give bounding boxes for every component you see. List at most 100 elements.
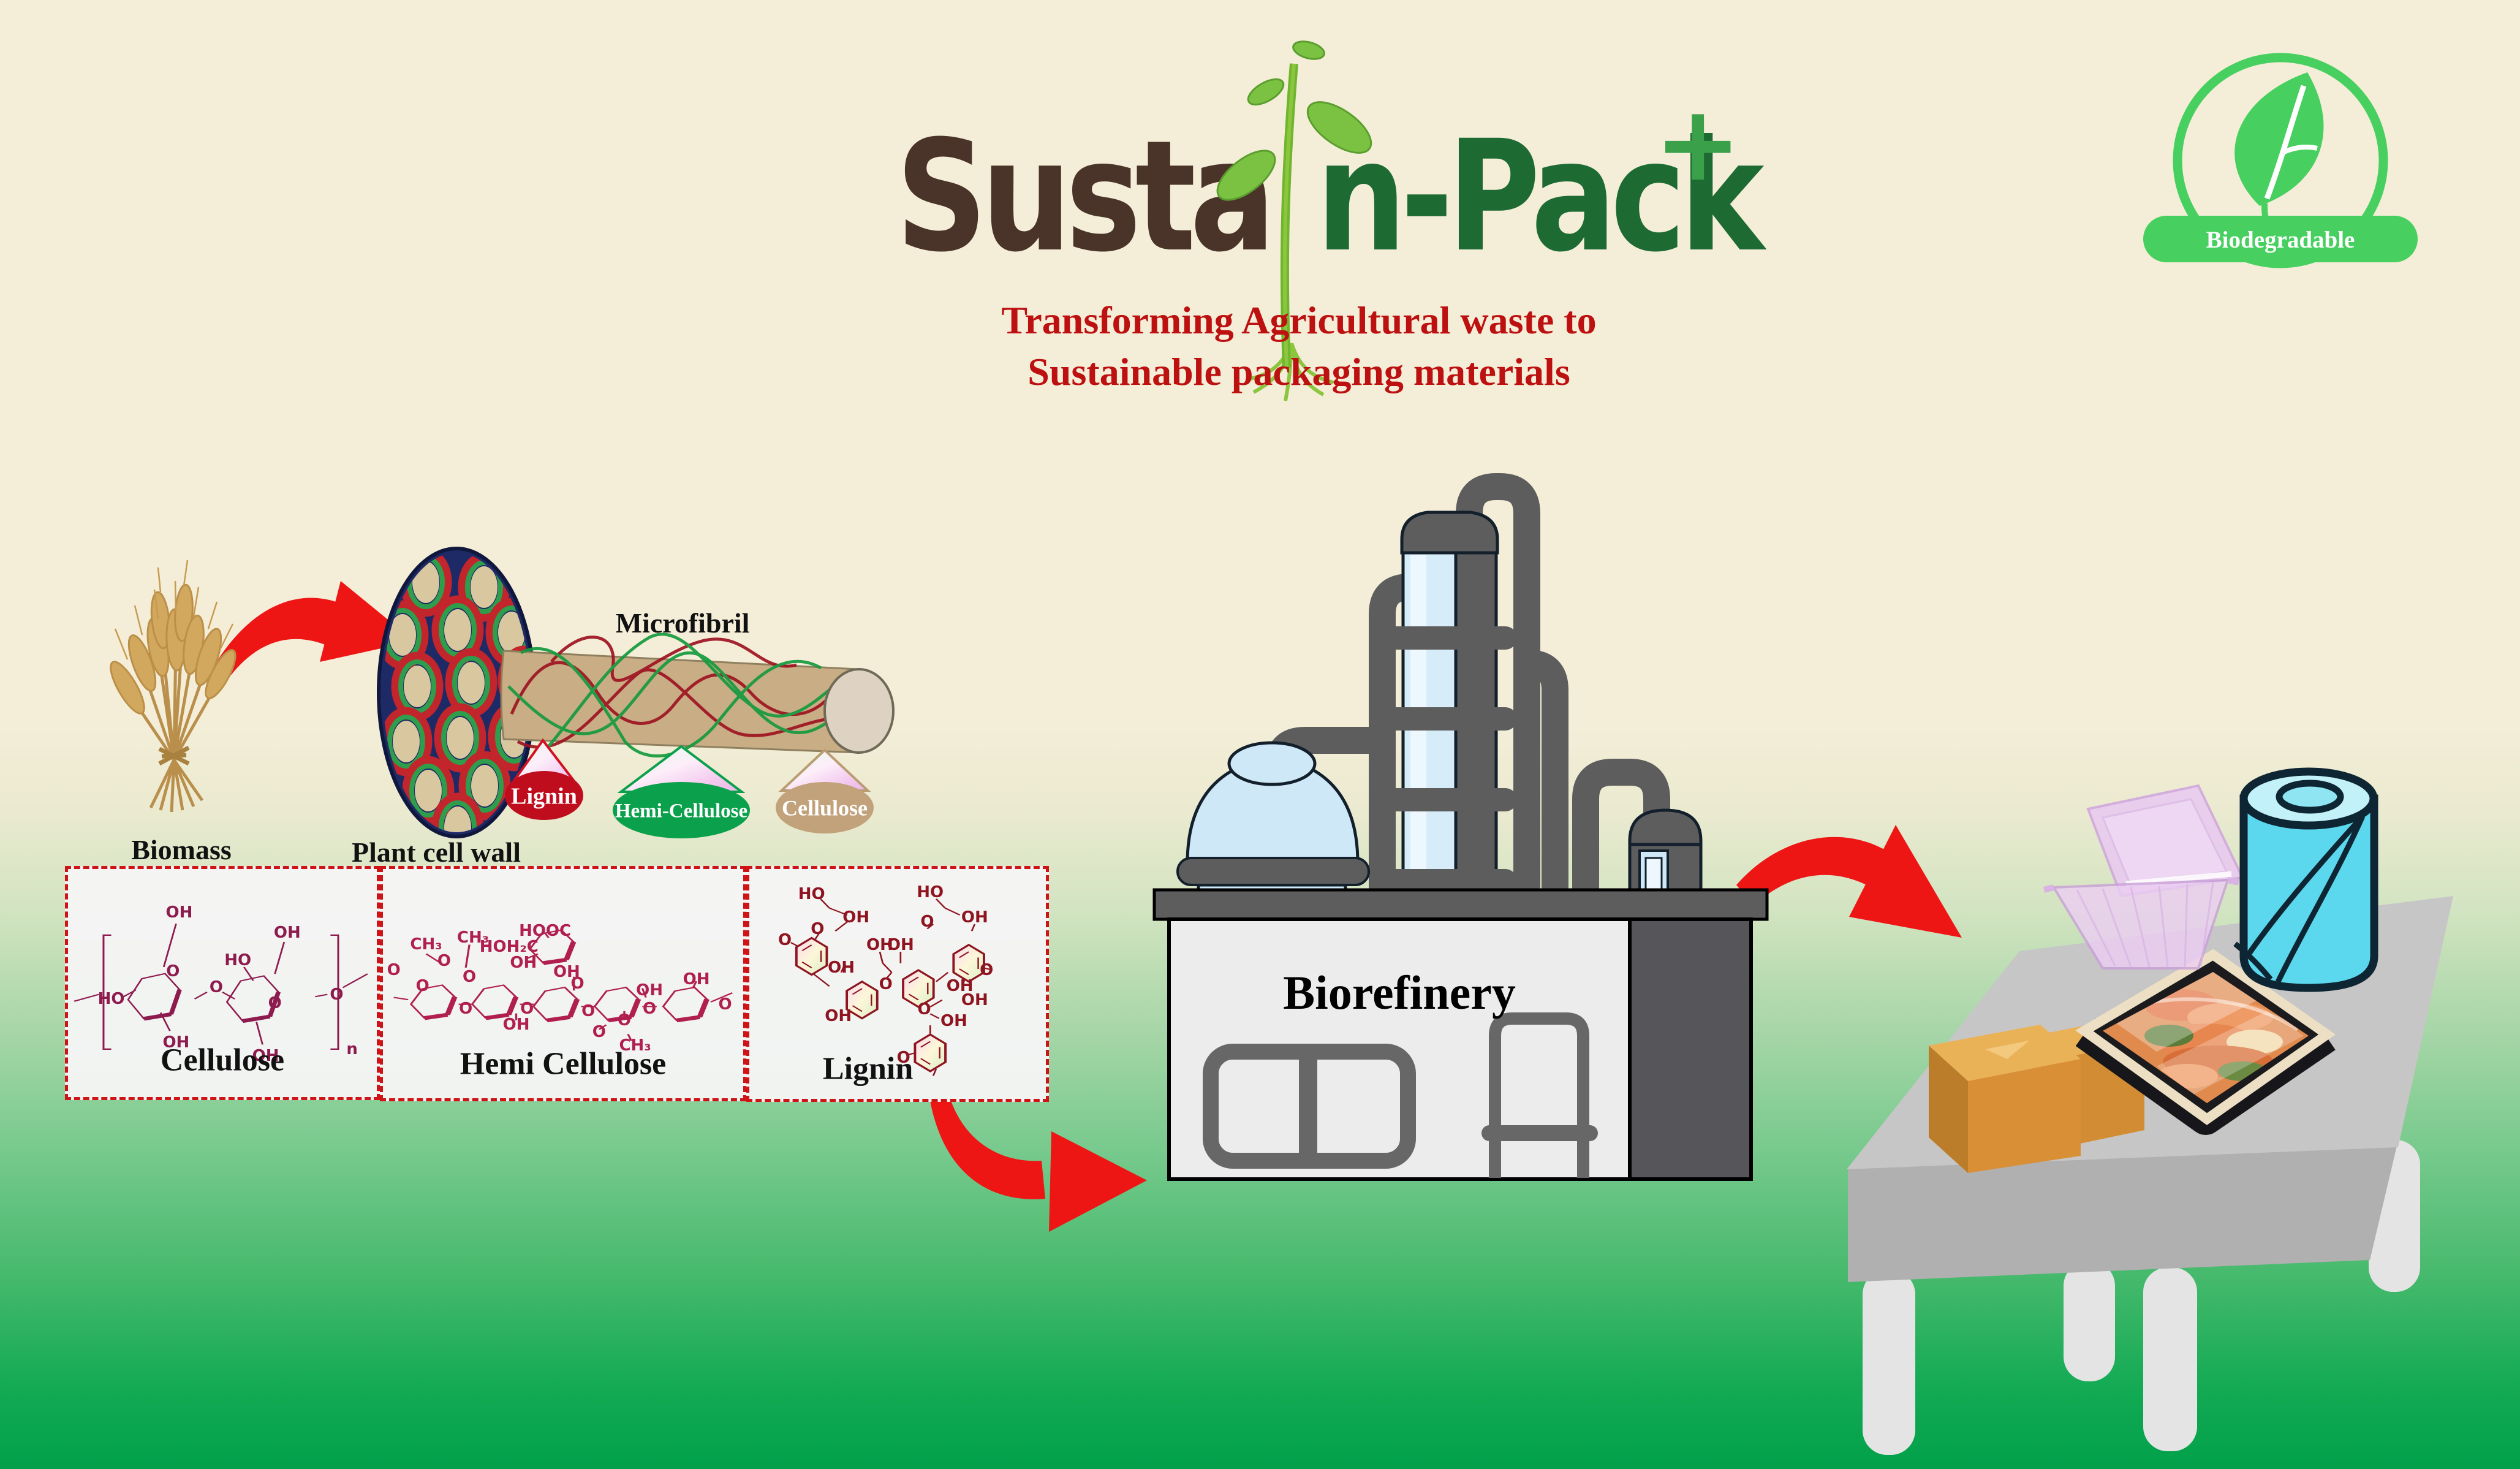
atom-label: O [459, 1000, 473, 1019]
hemi-cellulose-cone: Hemi-Cellulose [613, 745, 750, 838]
atom-label: O [570, 974, 585, 993]
distillation-column [1380, 511, 1517, 921]
lignin-cone: Lignin [505, 738, 583, 820]
atom-label: O [920, 913, 934, 932]
table-leg [2143, 1267, 2197, 1451]
building-side [1628, 917, 1753, 1181]
logo-word-left: Susta [896, 107, 1276, 286]
atom-label: OH [252, 1047, 279, 1066]
cone-label: Cellulose [782, 796, 868, 821]
atom-label: OH [842, 908, 870, 927]
cell [458, 751, 511, 821]
atom-label: O [896, 1048, 910, 1067]
atom-label: O [209, 978, 223, 997]
badge-label: Biodegradable [2206, 227, 2355, 253]
logo-plus: + [1654, 83, 1742, 205]
structure-name-label: Hemi Cellulose [460, 1046, 667, 1082]
atom-label: OH [273, 924, 301, 943]
film-roll [2233, 767, 2378, 992]
atom-label: OH [636, 981, 664, 1000]
roof-band [1152, 888, 1769, 921]
logo-word-right: n-Pack [1316, 107, 1765, 286]
cone-label: Hemi-Cellulose [615, 800, 747, 822]
arrow-biorefinery-to-products [1736, 825, 1962, 938]
tagline-line2: Sustainable packaging materials [1027, 350, 1570, 393]
atom-label: O [592, 1022, 606, 1041]
atom-label: n [346, 1039, 358, 1058]
biorefinery-illustration: Biorefinery [1152, 473, 1769, 1181]
cell [431, 595, 484, 665]
biorefinery-label: Biorefinery [1283, 966, 1516, 1019]
atom-label: CH₃ [619, 1036, 651, 1055]
cone-label: Lignin [511, 783, 577, 809]
structure-name-label: Cellulose [160, 1042, 285, 1078]
atom-label: OH [165, 903, 193, 922]
atom-label: O [643, 1000, 657, 1019]
atom-label: O [778, 931, 792, 950]
structure-drawing [393, 929, 733, 1041]
atom-label: O [415, 976, 429, 995]
atom-label: OH [866, 935, 893, 954]
atom-label: O [437, 951, 452, 970]
atom-label: OH [946, 977, 974, 996]
atom-label: OH [887, 935, 914, 954]
food-tray [2075, 949, 2336, 1135]
structure-drawing [74, 924, 368, 1050]
table-front-face [1848, 1146, 2397, 1282]
atom-label: OH [510, 954, 537, 973]
atom-label: O [520, 1000, 534, 1019]
structure-name-label: Lignin [822, 1051, 914, 1087]
atom-label: O [811, 919, 825, 938]
cell [434, 703, 486, 773]
atom-label: O [463, 967, 477, 986]
wheat-illustration: Biomass [110, 560, 236, 865]
building-window [1203, 1044, 1416, 1169]
atom-label: O [581, 1001, 596, 1020]
microfibril-label: Microfibril [616, 607, 750, 639]
atom-label: O [268, 994, 282, 1013]
atom-label: HO [917, 883, 944, 902]
table-leg [1863, 1270, 1915, 1455]
cell-wall-label: Plant cell wall [352, 837, 521, 868]
atom-label: CH₃ [410, 935, 442, 954]
atom-label: O [166, 962, 180, 981]
atom-label: HOOC [519, 921, 572, 940]
building-door [1481, 1012, 1598, 1178]
atom-label: O [980, 961, 994, 979]
biodegradable-badge: Biodegradable [2143, 53, 2418, 268]
structure-drawing [790, 898, 993, 1076]
cellulose-cone: Cellulose [776, 748, 874, 833]
atom-label: CH₃ [456, 928, 490, 947]
products-table [1847, 767, 2453, 1455]
cell [402, 756, 455, 826]
atom-label: OH [825, 1007, 852, 1025]
atom-label: OH [940, 1011, 967, 1030]
clamshell-container [2043, 784, 2244, 970]
tagline-line1: Transforming Agricultural waste to [1001, 298, 1597, 342]
microfibril-illustration: Microfibril [500, 607, 895, 758]
atom-label: OH [828, 958, 855, 977]
atom-label: O [917, 1000, 931, 1019]
atom-label: HO [97, 990, 125, 1009]
atom-label: HO [798, 885, 825, 904]
atom-label: O [617, 1011, 632, 1030]
atom-label: O [718, 995, 732, 1014]
atom-label: OH [162, 1033, 190, 1052]
atom-label: HO [224, 951, 252, 970]
atom-label: OH [961, 990, 988, 1009]
atom-label: OH [502, 1015, 530, 1034]
atom-label: O [879, 974, 893, 993]
atom-label: O [387, 960, 401, 979]
atom-label: HOH₂C [479, 938, 539, 957]
atom-label: OH [961, 908, 988, 927]
biomass-label: Biomass [131, 834, 232, 865]
atom-label: OH [683, 970, 710, 989]
atom-label: O [330, 985, 344, 1004]
atom-label: OH [553, 963, 580, 982]
